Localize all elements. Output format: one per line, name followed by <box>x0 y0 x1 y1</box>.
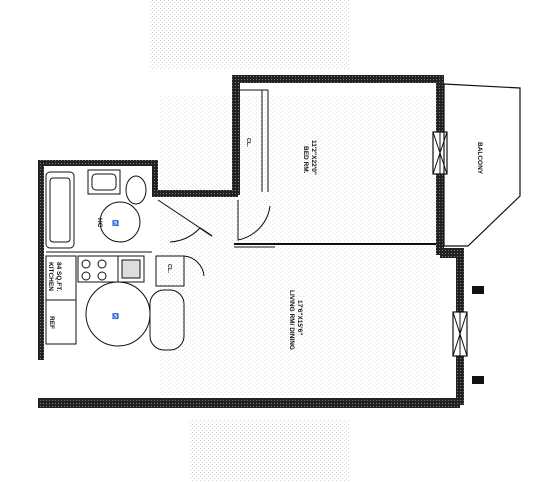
bathroom <box>45 169 152 253</box>
wall-stub <box>472 286 484 294</box>
bedroom-name: BED RM. <box>302 146 309 174</box>
wall-stub <box>472 376 484 384</box>
kitchen <box>45 255 185 351</box>
bedroom-closet <box>240 89 269 192</box>
kitchen-area: 84 SQ.FT. <box>55 262 62 291</box>
entry-door-swing <box>157 199 201 243</box>
accessible-symbol-kitchen: ♿ <box>112 313 119 320</box>
paper-texture <box>150 0 350 70</box>
bath-label: HC <box>96 218 103 228</box>
window-living <box>452 311 468 357</box>
window-bedroom <box>432 131 448 175</box>
living-size: 17'6"X15'6" <box>296 300 303 335</box>
living-name: LIVING RM/ DINING <box>288 290 295 350</box>
refrigerator-label: REF <box>48 316 55 329</box>
kitchen-label: KITCHEN <box>47 262 54 291</box>
balcony-name: BALCONY <box>476 142 483 175</box>
bedroom-size: 11'2"X22'0" <box>310 140 317 175</box>
paper-texture <box>190 420 350 482</box>
balcony-outline <box>443 83 521 247</box>
accessible-symbol-bath: ♿ <box>112 220 119 227</box>
bedroom-door-swing <box>237 200 271 241</box>
bedroom-closet-label: CL. <box>245 138 251 147</box>
entry-closet-label: CL. <box>166 264 172 273</box>
entry-closet <box>155 255 185 287</box>
